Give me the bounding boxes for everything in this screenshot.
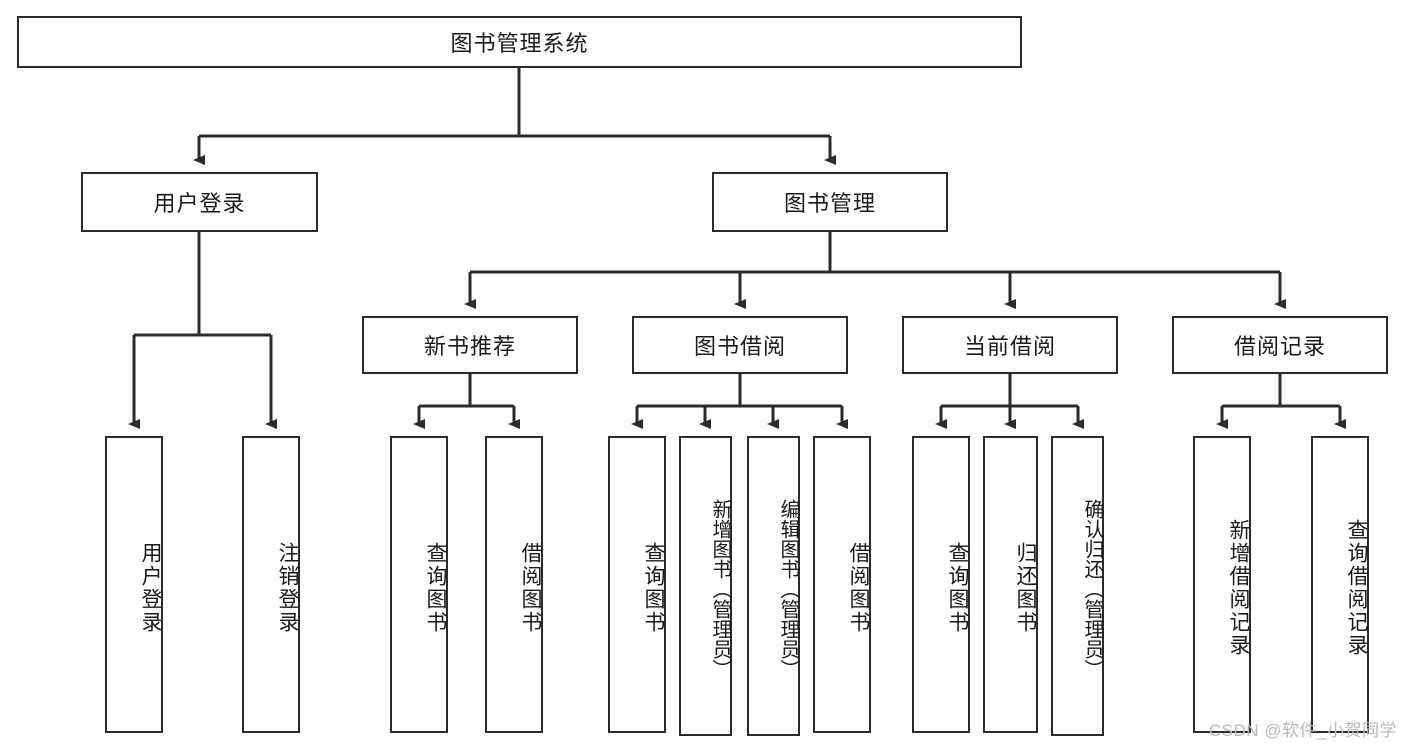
node-label: 图书管理系统 — [450, 31, 589, 56]
node-label: 当前借阅 — [963, 334, 1056, 359]
node-label: 借阅记录 — [1233, 334, 1326, 359]
leaf-current-confirm-return-admin[interactable]: 确认归还（管理员） — [1051, 436, 1104, 736]
leaf-borrow-edit-book-admin[interactable]: 编辑图书（管理员） — [747, 436, 800, 736]
node-label: 用户登录 — [153, 191, 246, 216]
node-user-login[interactable]: 用户登录 — [81, 172, 318, 232]
leaf-user-logout[interactable]: 注销登录 — [242, 436, 300, 733]
node-label: 新增图书（管理员） — [709, 499, 731, 679]
node-label: 借阅图书 — [519, 541, 542, 634]
node-label: 图书管理 — [783, 191, 876, 216]
node-label: 查询图书 — [946, 541, 969, 634]
node-current-borrow[interactable]: 当前借阅 — [902, 316, 1118, 374]
leaf-newbook-query-book[interactable]: 查询图书 — [390, 436, 448, 733]
node-book-borrow[interactable]: 图书借阅 — [632, 316, 848, 374]
node-book-management[interactable]: 图书管理 — [712, 172, 948, 232]
leaf-borrow-query-book[interactable]: 查询图书 — [608, 436, 666, 733]
node-label: 查询图书 — [424, 541, 447, 634]
node-label: 新书推荐 — [423, 334, 516, 359]
node-label: 新增借阅记录 — [1227, 518, 1250, 657]
node-label: 归还图书 — [1014, 541, 1037, 634]
leaf-current-query-book[interactable]: 查询图书 — [912, 436, 970, 733]
leaf-borrow-borrow-book[interactable]: 借阅图书 — [813, 436, 871, 733]
node-label: 图书借阅 — [693, 334, 786, 359]
leaf-newbook-borrow-book[interactable]: 借阅图书 — [485, 436, 543, 733]
node-label: 借阅图书 — [847, 541, 870, 634]
leaf-user-login[interactable]: 用户登录 — [105, 436, 163, 733]
node-label: 查询借阅记录 — [1345, 518, 1368, 657]
leaf-record-add-record[interactable]: 新增借阅记录 — [1193, 436, 1251, 733]
leaf-record-query-record[interactable]: 查询借阅记录 — [1311, 436, 1369, 733]
node-borrow-record[interactable]: 借阅记录 — [1172, 316, 1388, 374]
csdn-watermark: CSDN @软件_小贺同学 — [1208, 721, 1397, 740]
node-new-book-recommend[interactable]: 新书推荐 — [362, 316, 578, 374]
node-label: 用户登录 — [139, 541, 162, 634]
leaf-current-return-book[interactable]: 归还图书 — [983, 436, 1038, 733]
leaf-borrow-add-book-admin[interactable]: 新增图书（管理员） — [679, 436, 732, 736]
node-label: 确认归还（管理员） — [1081, 499, 1103, 679]
node-root-system[interactable]: 图书管理系统 — [17, 16, 1022, 68]
node-label: 编辑图书（管理员） — [777, 499, 799, 679]
node-label: 查询图书 — [642, 541, 665, 634]
node-label: 注销登录 — [276, 541, 299, 634]
